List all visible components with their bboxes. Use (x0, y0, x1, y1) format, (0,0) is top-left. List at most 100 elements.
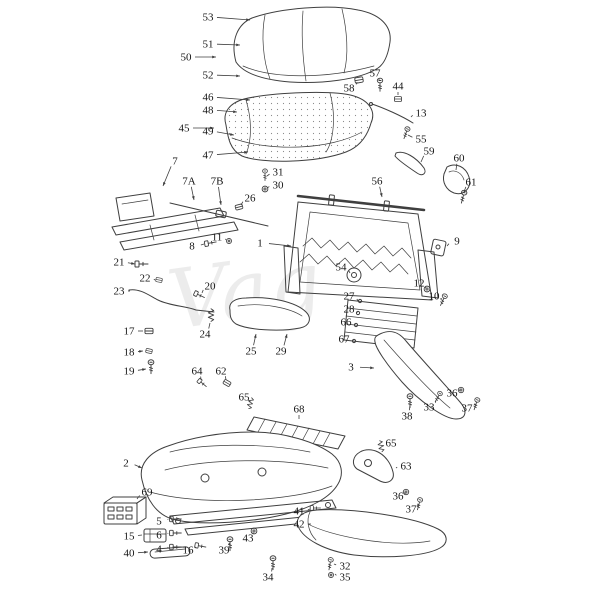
part-number: 43 (243, 533, 255, 545)
callout-1: 1 (257, 238, 292, 250)
callout-54: 54 (336, 262, 351, 274)
leader-arrowhead (191, 196, 195, 200)
callout-43: 43 (243, 533, 255, 545)
part-number: 50 (181, 52, 193, 64)
part-number: 27 (344, 291, 356, 303)
clip-44 (393, 96, 403, 102)
callout-3: 3 (348, 362, 375, 374)
leader-line (307, 508, 311, 511)
part-number: 1 (257, 238, 263, 250)
callout-37-2: 37 (406, 504, 419, 516)
watermark: Vag (162, 234, 327, 349)
part-number: 47 (203, 150, 215, 162)
callout-34: 34 (263, 567, 274, 584)
part-number: 7B (211, 176, 224, 188)
part-number: 41 (294, 506, 305, 518)
leader-line (333, 563, 337, 566)
connector-15 (143, 528, 167, 543)
trim-cap-60 (443, 164, 471, 195)
callout-67: 67 (339, 334, 354, 346)
screw-57 (376, 77, 384, 92)
part-number: 37 (406, 504, 418, 516)
part-number: 63 (401, 461, 413, 473)
leader-line (424, 286, 427, 289)
slide-channel-68 (246, 416, 346, 450)
callout-40: 40 (124, 548, 149, 560)
bushing-11 (226, 238, 232, 244)
callout-17: 17 (124, 326, 143, 338)
callout-30: 30 (266, 180, 284, 192)
frame-side-plate-left (283, 245, 301, 295)
artwork-layer (103, 6, 481, 578)
leader-line (216, 151, 249, 155)
callout-39: 39 (219, 542, 231, 557)
switch-block-69 (103, 496, 147, 525)
part-number: 2 (123, 458, 129, 470)
part-number: 6 (156, 530, 162, 542)
leader-line (382, 445, 385, 447)
part-number: 25 (246, 346, 258, 358)
leader-arrowhead (144, 550, 148, 554)
strap-59 (394, 151, 426, 176)
part-number: 7A (182, 176, 196, 188)
part-number: 29 (276, 346, 288, 358)
part-number: 16 (183, 545, 195, 557)
callout-36: 36 (447, 388, 461, 400)
bolster-pad (229, 297, 310, 331)
callout-23: 23 (114, 286, 130, 298)
callout-51: 51 (203, 39, 241, 51)
callout-48: 48 (203, 105, 238, 117)
part-number: 39 (219, 545, 231, 557)
leader-arrowhead (219, 201, 222, 205)
callout-57: 57 (370, 68, 382, 82)
part-number: 62 (216, 366, 227, 378)
clip-26 (234, 203, 244, 211)
part-number: 61 (466, 177, 477, 189)
part-number: 42 (294, 519, 305, 531)
callout-60: 60 (454, 153, 466, 171)
callout-21: 21 (114, 257, 136, 269)
part-number: 20 (205, 281, 217, 293)
leader-line (240, 201, 244, 206)
seat-rail (119, 221, 239, 251)
callout-55: 55 (407, 134, 427, 146)
part-number: 60 (454, 153, 466, 165)
screw-32 (326, 556, 335, 571)
recliner-disc-54 (346, 267, 362, 283)
leader-arrowhead (246, 98, 250, 102)
callout-20: 20 (201, 281, 217, 294)
leader-line (194, 546, 197, 548)
leader-line (355, 81, 358, 85)
part-number: 57 (370, 68, 382, 80)
recliner-handle-63 (352, 449, 394, 483)
leader-line (420, 155, 425, 163)
callout-7: 7 (162, 156, 178, 187)
part-number: 33 (424, 402, 436, 414)
leader-line (416, 504, 419, 507)
callout-6: 6 (156, 530, 169, 542)
leader-arrowhead (236, 43, 240, 47)
leader-line (348, 270, 351, 274)
leader-line (216, 43, 241, 46)
backrest-cushion (233, 6, 391, 83)
spindle-rod (169, 202, 269, 227)
part-number: 64 (192, 366, 204, 378)
part-number: 69 (142, 487, 154, 499)
leader-arrowhead (230, 133, 234, 136)
callout-7B: 7B (211, 176, 224, 206)
callout-58: 58 (344, 81, 358, 95)
part-number: 40 (124, 548, 136, 560)
bracket-58 (354, 76, 364, 84)
part-number: 56 (372, 176, 384, 188)
callout-47: 47 (203, 150, 249, 162)
callout-42: 42 (294, 519, 311, 531)
bolt-31 (262, 168, 268, 182)
leader-line (407, 134, 413, 138)
backrest-frame (283, 194, 439, 301)
part-number: 45 (179, 123, 191, 135)
screw-37 (471, 396, 481, 411)
leader-line (216, 74, 241, 77)
part-number: 22 (140, 273, 151, 285)
